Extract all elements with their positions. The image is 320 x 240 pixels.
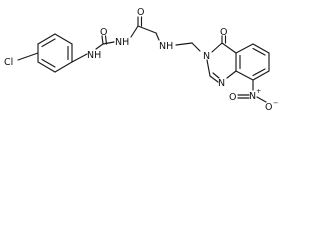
nitro-oxygen-top-label: O: [229, 92, 236, 103]
molecule-structure: Cl NH O NH O NH N O N N + O O −: [4, 7, 278, 113]
aminomethyl-linker: [175, 42, 201, 52]
acyl-oxygen-label: O: [137, 7, 144, 18]
urea-nh-label: NH: [87, 50, 101, 61]
chlorophenyl-ring: [37, 33, 73, 73]
amide-nh-label: NH: [115, 37, 129, 48]
urea-oxygen-label: O: [100, 27, 107, 38]
acetamide-linker: [130, 16, 160, 41]
nitro-oxygen-charge: −: [273, 99, 278, 107]
urea-linker: [95, 35, 115, 50]
c-cl-bond: [17, 52, 39, 61]
aryl-nh-bond: [71, 53, 88, 63]
nitro-nitrogen-charge: +: [256, 87, 261, 95]
ring-nitrogen-1-label: N: [218, 78, 225, 89]
ring-nitrogen-3-label: N: [203, 51, 210, 62]
ring-oxygen-label: O: [220, 27, 227, 38]
chlorine-label: Cl: [4, 57, 13, 68]
amine-nh-label: NH: [159, 41, 173, 52]
quinazolinone-core: [206, 35, 270, 83]
nitro-group: [237, 79, 267, 103]
nitro-nitrogen-label: N: [249, 91, 256, 102]
nitro-oxygen-bottom-label: O: [265, 102, 272, 113]
